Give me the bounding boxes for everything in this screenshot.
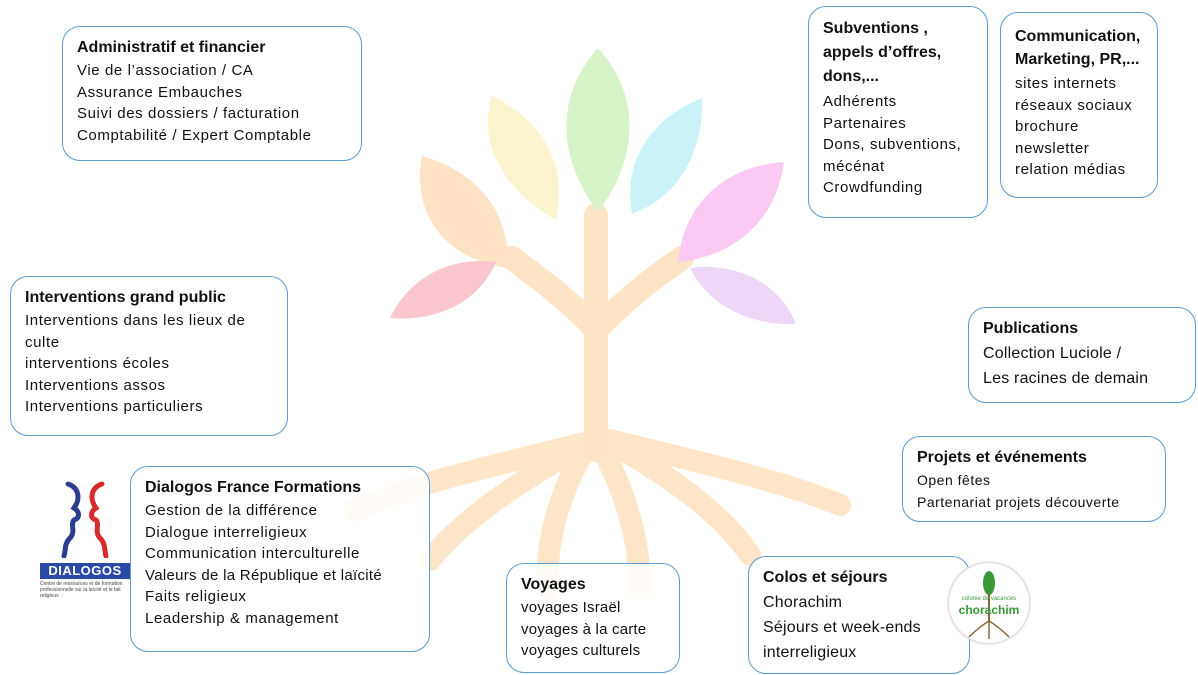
subventions-title-line: appels d’offres, xyxy=(823,44,942,61)
subventions-list: Adhérents Partenaires Dons, subventions,… xyxy=(823,91,975,199)
colos-list: Chorachim Séjours et week-ends interreli… xyxy=(763,590,957,665)
list-item: réseaux sociaux xyxy=(1015,96,1133,114)
tree-leaves xyxy=(390,48,796,325)
communication-box: Communication, Marketing, PR,... sites i… xyxy=(1000,12,1158,198)
dialogos-logo-name: DIALOGOS xyxy=(40,563,130,579)
list-item: brochure xyxy=(1015,118,1080,135)
communication-title-line: Marketing, PR,... xyxy=(1015,51,1140,68)
dialogos-logo: DIALOGOS Centre de ressources et de form… xyxy=(40,478,130,599)
list-item: Leadership & management xyxy=(145,609,339,627)
chorachim-logo-name: chorachim xyxy=(958,603,1020,617)
list-item: Séjours et week-ends xyxy=(763,619,921,636)
dialogos-logo-tagline: Centre de ressources et de formation pro… xyxy=(40,581,123,599)
chorachim-tree-icon xyxy=(968,571,1010,639)
dialogos-box: Dialogos France Formations Gestion de la… xyxy=(130,466,430,652)
list-item: Les racines de demain xyxy=(983,370,1149,387)
voyages-box: Voyages voyages Israël voyages à la cart… xyxy=(506,563,680,673)
list-item: Valeurs de la République et laïcité xyxy=(145,566,383,584)
admin-title: Administratif et financier xyxy=(77,39,266,56)
list-item: Adhérents xyxy=(823,93,897,110)
interventions-title: Interventions grand public xyxy=(25,289,226,306)
list-item: Vie de l’association / CA xyxy=(77,62,254,79)
list-item: voyages à la carte xyxy=(521,620,647,638)
list-item: relation médias xyxy=(1015,161,1126,178)
list-item: Faits religieux xyxy=(145,588,247,605)
leaf-pink xyxy=(390,260,496,319)
list-item: Partenaires xyxy=(823,114,907,132)
list-item: Dons, subventions, xyxy=(823,136,962,153)
list-item: sites internets xyxy=(1015,75,1117,92)
interventions-box: Interventions grand public Interventions… xyxy=(10,276,288,436)
projets-list: Open fêtes Partenariat projets découvert… xyxy=(917,470,1153,513)
list-item: mécénat xyxy=(823,157,885,175)
colos-title: Colos et séjours xyxy=(763,569,888,586)
list-item: Collection Luciole / xyxy=(983,345,1122,362)
list-item: Crowdfunding xyxy=(823,179,923,196)
list-item: Gestion de la différence xyxy=(145,502,318,519)
leaf-lilac xyxy=(690,267,796,325)
publications-title: Publications xyxy=(983,320,1079,337)
subventions-title-line: dons,... xyxy=(823,68,879,85)
subventions-title-line: Subventions , xyxy=(823,20,928,37)
subventions-box: Subventions , appels d’offres, dons,... … xyxy=(808,6,988,218)
communication-title-line: Communication, xyxy=(1015,28,1141,45)
leaf-yellow xyxy=(487,96,559,220)
voyages-list: voyages Israël voyages à la carte voyage… xyxy=(521,597,667,662)
communication-list: sites internets réseaux sociaux brochure… xyxy=(1015,73,1145,181)
dialogos-title: Dialogos France Formations xyxy=(145,479,362,496)
dialogos-list: Gestion de la différence Dialogue interr… xyxy=(145,500,417,629)
list-item: Communication interculturelle xyxy=(145,545,360,562)
list-item: interreligieux xyxy=(763,644,857,661)
list-item: interventions écoles xyxy=(25,355,170,372)
chorachim-logo: colonie de vacances chorachim xyxy=(948,562,1030,644)
tree-trunk xyxy=(500,203,694,462)
leaf-magenta xyxy=(678,162,784,262)
admin-list: Vie de l’association / CA Assurance Emba… xyxy=(77,60,349,146)
list-item: Interventions assos xyxy=(25,376,166,394)
chorachim-logo-tagline: colonie de vacances xyxy=(961,596,1017,602)
publications-box: Publications Collection Luciole / Les ra… xyxy=(968,307,1196,403)
projets-box: Projets et événements Open fêtes Partena… xyxy=(902,436,1166,522)
list-item: Comptabilité / Expert Comptable xyxy=(77,126,312,144)
subventions-title: Subventions , appels d’offres, dons,... xyxy=(823,17,975,89)
admin-box: Administratif et financier Vie de l’asso… xyxy=(62,26,362,161)
dialogos-faces-icon xyxy=(61,481,109,559)
list-item: Open fêtes xyxy=(917,472,991,488)
interventions-list: Interventions dans les lieux de culte in… xyxy=(25,310,275,418)
voyages-title: Voyages xyxy=(521,576,586,593)
list-item: newsletter xyxy=(1015,139,1090,157)
list-item: Suivi des dossiers / facturation xyxy=(77,105,300,122)
list-item: voyages culturels xyxy=(521,642,641,659)
publications-list: Collection Luciole / Les racines de dema… xyxy=(983,341,1183,391)
list-item: culte xyxy=(25,333,60,351)
list-item: Dialogue interreligieux xyxy=(145,523,308,541)
leaf-green xyxy=(566,48,630,212)
communication-title: Communication, Marketing, PR,... xyxy=(1015,25,1145,71)
projets-title: Projets et événements xyxy=(917,449,1087,466)
list-item: voyages Israël xyxy=(521,599,621,616)
list-item: Assurance Embauches xyxy=(77,83,243,101)
leaf-orange xyxy=(420,156,509,268)
root-right-far xyxy=(599,429,851,516)
colos-box: Colos et séjours Chorachim Séjours et we… xyxy=(748,556,970,674)
list-item: Chorachim xyxy=(763,594,843,611)
list-item: Interventions dans les lieux de xyxy=(25,312,246,329)
list-item: Partenariat projets découverte xyxy=(917,493,1120,510)
list-item: Interventions particuliers xyxy=(25,398,204,415)
leaf-cyan xyxy=(630,98,703,214)
